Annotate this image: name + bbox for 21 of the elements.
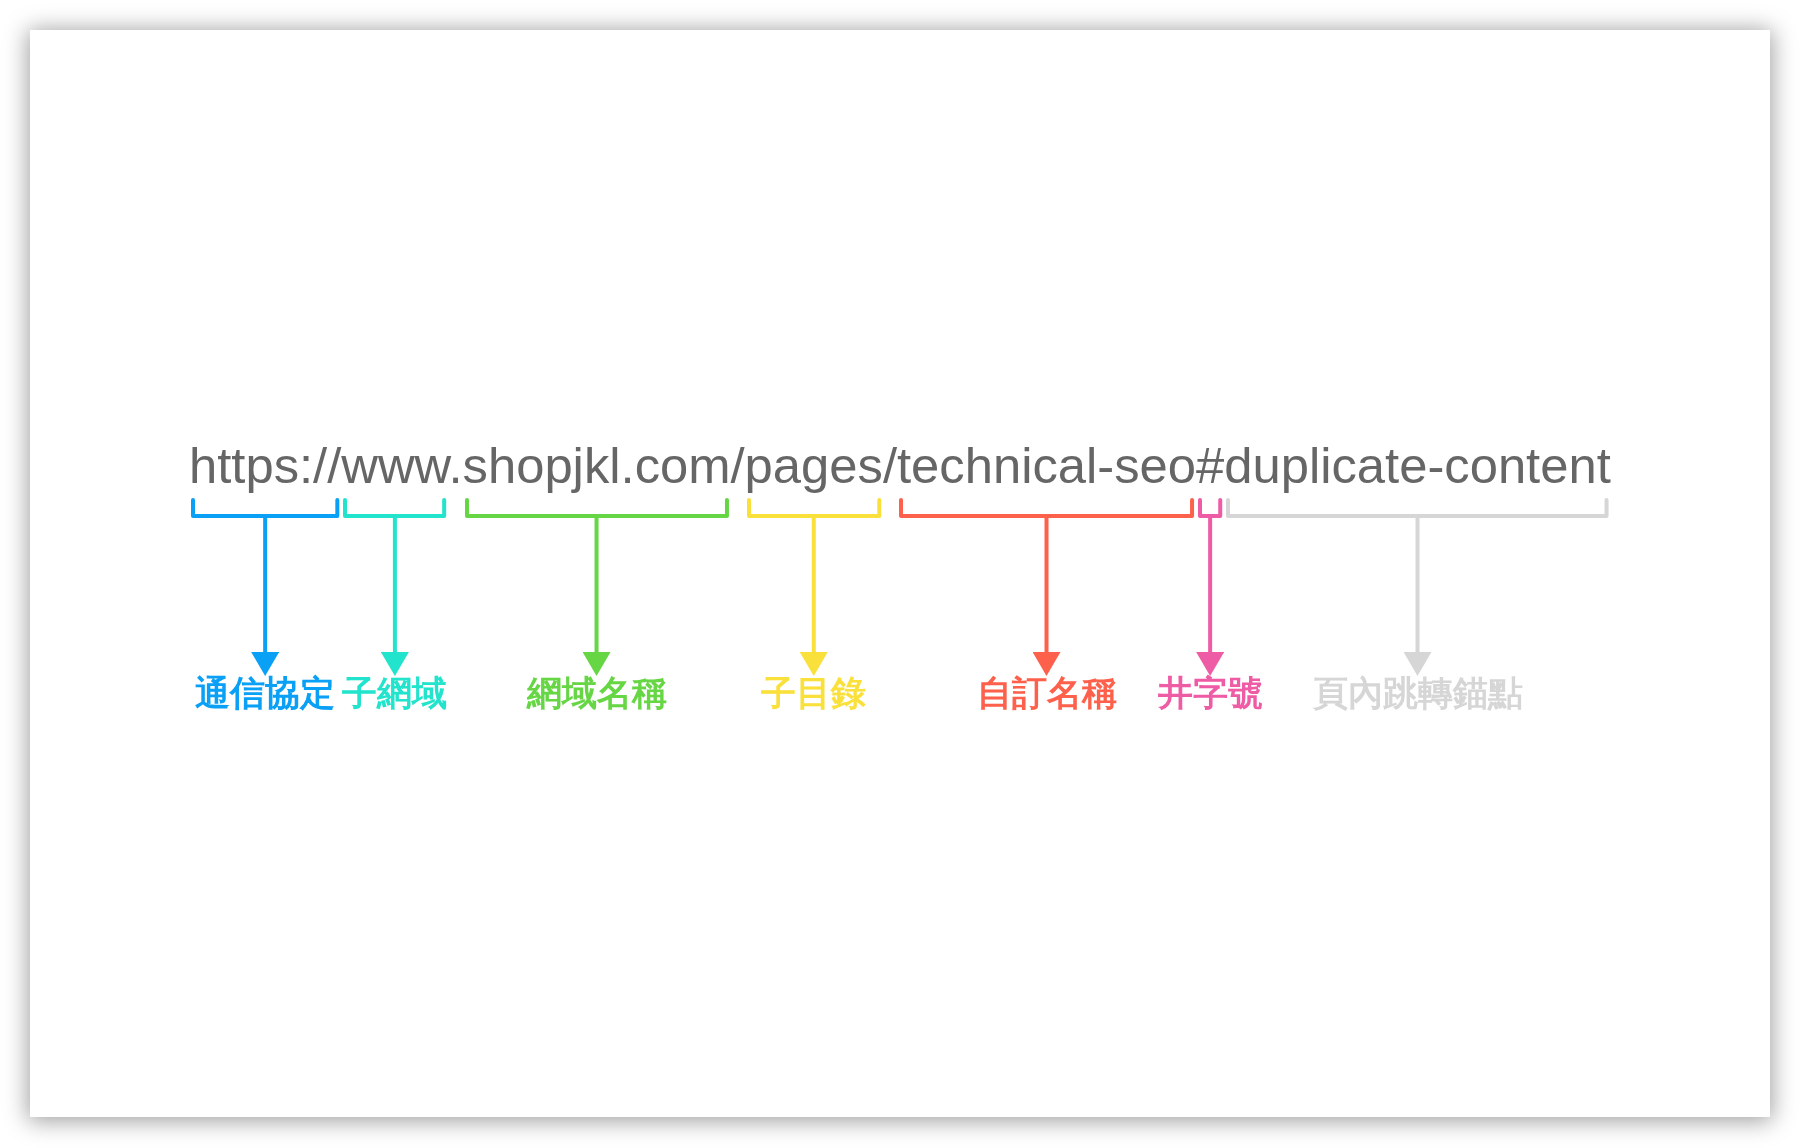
part-label: 子目錄 [761,676,867,711]
bracket [464,497,729,518]
url-text: https://www.shopjkl.com/pages/technical-seo#duplicate-content [189,437,1611,496]
bracket [899,497,1195,518]
bracket [343,497,447,518]
arrow [251,517,280,676]
bracket [191,497,340,518]
arrow [582,517,611,676]
bracket [1226,497,1609,518]
bracket [746,497,881,518]
part-label: 子網域 [342,676,448,711]
arrow [1032,517,1061,676]
arrow [1196,517,1225,676]
bracket [1198,497,1223,518]
part-label: 自訂名稱 [976,676,1117,711]
arrow [1403,517,1432,676]
part-label: 網域名稱 [526,676,667,711]
arrow [799,517,828,676]
part-label: 通信協定 [195,676,336,711]
part-label: 井字號 [1157,676,1263,711]
arrow [380,517,409,676]
